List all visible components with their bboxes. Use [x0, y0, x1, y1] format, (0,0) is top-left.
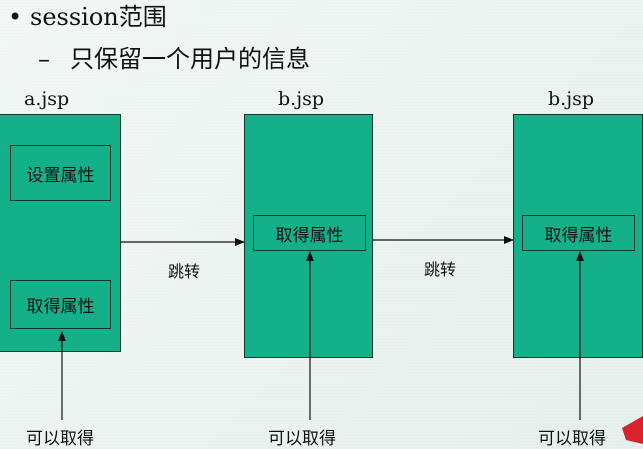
get-attribute-box: 取得属性	[253, 215, 366, 251]
page-b1-box: 取得属性	[244, 114, 373, 358]
bullet-line: •session范围	[8, 2, 167, 32]
subbullet-symbol: –	[38, 45, 50, 73]
page-b1-label: b.jsp	[278, 88, 325, 110]
access-note-2: 可以取得	[268, 429, 336, 449]
subbullet-line: –只保留一个用户的信息	[38, 44, 310, 74]
page-a-label: a.jsp	[24, 88, 70, 110]
jump-caption-1: 跳转	[168, 262, 201, 281]
page-a-box: 设置属性 取得属性	[0, 114, 121, 352]
access-note-1: 可以取得	[26, 429, 94, 449]
bullet-text: session范围	[30, 3, 167, 31]
corner-decoration	[622, 416, 643, 444]
jump-caption-2: 跳转	[424, 260, 457, 279]
set-attribute-box: 设置属性	[10, 145, 111, 201]
get-attribute-box: 取得属性	[522, 215, 635, 251]
subbullet-text: 只保留一个用户的信息	[70, 45, 310, 73]
bullet-symbol: •	[8, 3, 23, 31]
get-attribute-box: 取得属性	[10, 280, 111, 329]
page-b2-label: b.jsp	[548, 88, 595, 110]
access-note-3: 可以取得	[538, 429, 606, 449]
